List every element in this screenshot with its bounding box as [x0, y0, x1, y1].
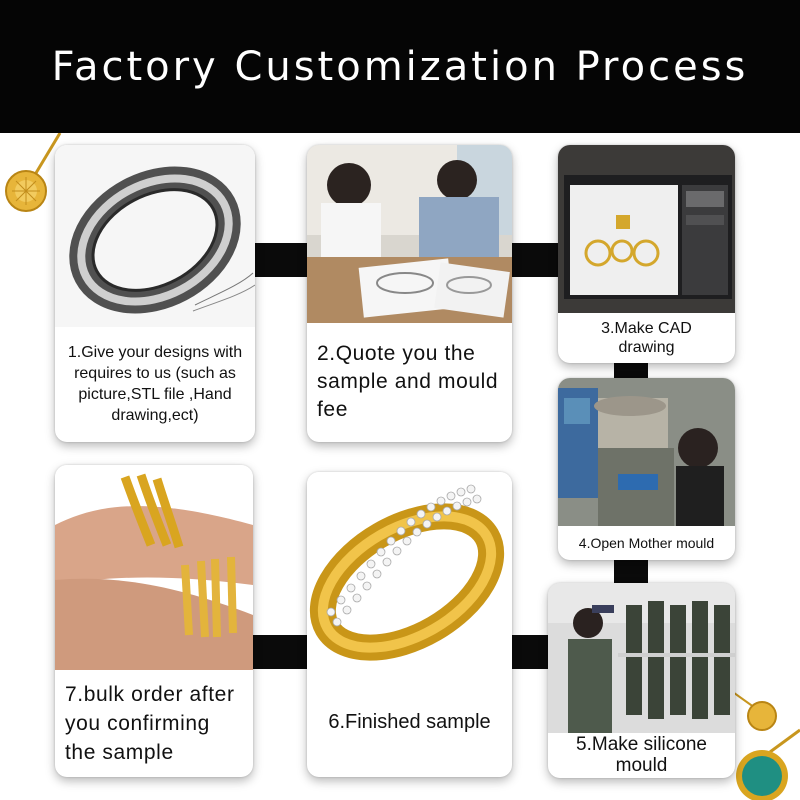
connector-7-6 — [253, 635, 310, 669]
mother-mould-photo — [558, 378, 735, 526]
connector-1-2 — [255, 243, 310, 277]
step-card-7: 7.bulk order after you confirming the sa… — [55, 465, 253, 777]
ring-sketch-image — [55, 145, 255, 327]
ring-sketch-photo — [55, 145, 255, 327]
finished-gold-bangle-image — [307, 472, 512, 672]
gold-pendant-decoration-right — [729, 690, 800, 800]
step-card-5: 5.Make silicone mould — [548, 583, 735, 778]
page-title: Factory Customization Process — [51, 43, 749, 90]
step-label-2: 2.Quote you the sample and mould fee — [317, 342, 499, 421]
step-card-3: 3.Make CAD drawing — [558, 145, 735, 363]
step-label-1: 1.Give your designs with requires to us … — [67, 344, 243, 424]
step-card-2: 2.Quote you the sample and mould fee — [307, 145, 512, 442]
gold-bracelets-on-wrists-image — [55, 465, 253, 670]
step-label-6: 6.Finished sample — [328, 711, 491, 733]
connector-2-3 — [512, 243, 562, 277]
silicone-mould-photo — [548, 583, 735, 733]
designers-photo — [307, 145, 512, 323]
mother-mould-workshop-image — [558, 378, 735, 526]
gold-pendant-decoration-left — [5, 133, 62, 212]
cad-monitor-photo — [558, 145, 735, 313]
step-label-7: 7.bulk order after you confirming the sa… — [65, 682, 235, 764]
step-card-6: 6.Finished sample — [307, 472, 512, 777]
step-label-3: 3.Make CAD drawing — [601, 320, 692, 356]
step-label-5: 5.Make silicone mould — [576, 734, 707, 776]
bracelets-on-wrist-photo — [55, 465, 253, 670]
finished-bangle-photo — [307, 472, 512, 672]
connector-6-5 — [512, 635, 552, 669]
step-card-1: 1.Give your designs with requires to us … — [55, 145, 255, 442]
cad-monitor-image — [558, 145, 735, 313]
connector-4-5 — [614, 560, 648, 584]
title-banner: Factory Customization Process — [0, 0, 800, 133]
designers-at-table-image — [307, 145, 512, 323]
step-label-4: 4.Open Mother mould — [578, 535, 715, 551]
silicone-mould-rack-image — [548, 583, 735, 733]
step-card-4: 4.Open Mother mould — [558, 378, 735, 560]
